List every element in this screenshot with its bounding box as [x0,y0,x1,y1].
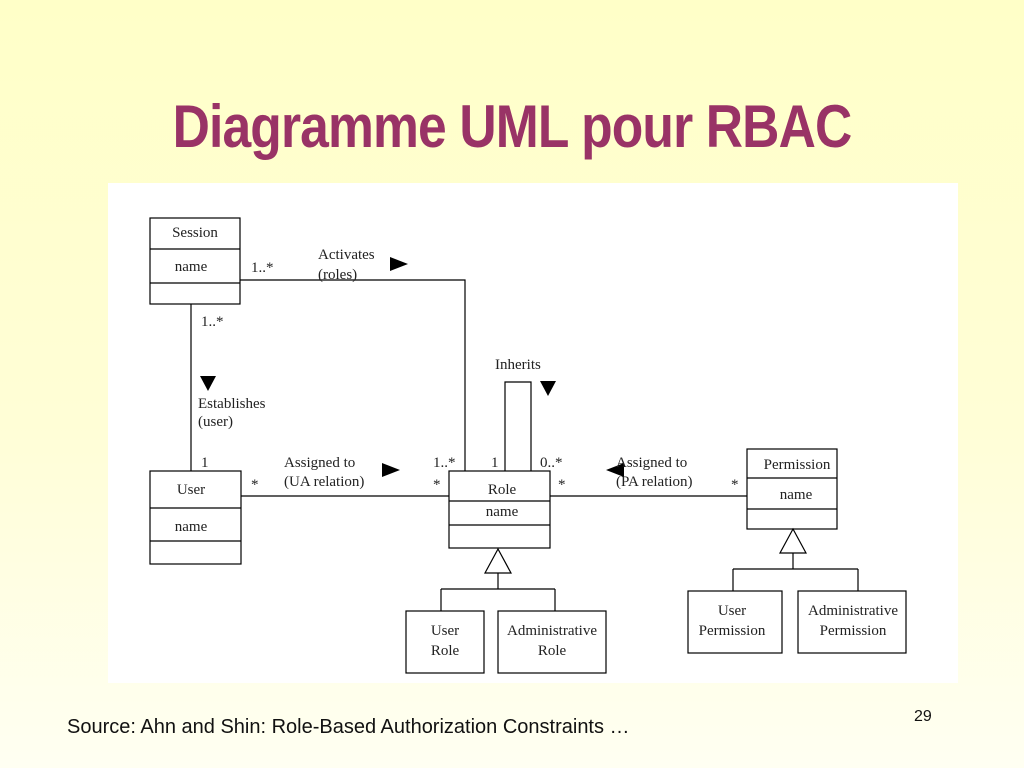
establishes-label-line2: (user) [198,414,233,430]
page-number: 29 [914,708,932,725]
activates-direction-arrow [390,257,408,271]
role-generalization-triangle [483,547,513,574]
pa-mult-role: * [558,477,566,493]
session-class-name: Session [172,225,218,241]
activates-association-line [240,279,466,471]
activates-mult-role: 1..* [433,455,456,471]
activates-label-line1: Activates [318,247,375,263]
activates-mult-session: 1..* [251,260,274,276]
class-user [149,470,242,565]
establishes-mult-session: 1..* [201,314,224,330]
pa-direction-arrow [606,463,624,477]
pa-mult-permission: * [731,477,739,493]
permission-class-name: Permission [764,457,831,473]
user-role-line2: Role [431,643,460,659]
ua-direction-arrow [382,463,400,477]
inherits-label: Inherits [495,357,541,373]
inherits-self-association-line [504,381,532,471]
ua-mult-role: * [433,477,441,493]
activates-label-line2: (roles) [318,267,357,283]
admin-permission-line1: Administrative [808,603,898,619]
session-class-attr: name [175,259,208,275]
establishes-label-line1: Establishes [198,396,266,412]
admin-role-line2: Role [538,643,567,659]
permission-generalization-triangle [778,527,808,554]
pa-label-line2: (PA relation) [616,474,693,490]
role-class-attr: name [486,504,519,520]
ua-label-line2: (UA relation) [284,474,364,490]
inherits-mult-right: 0..* [540,455,563,471]
class-session [149,217,241,305]
user-class-attr: name [175,519,208,535]
slide-title: Diagramme UML pour RBAC [172,93,853,160]
admin-permission-line2: Permission [820,623,887,639]
inherits-direction-arrow [540,381,556,396]
user-permission-line2: Permission [699,623,766,639]
user-class-name: User [177,482,205,498]
pa-label-line1: Assigned to [616,455,687,471]
class-role [448,470,551,549]
role-class-name: Role [488,482,517,498]
establishes-mult-user: 1 [201,455,209,471]
user-role-line1: User [431,623,459,639]
class-admin-permission [797,590,907,654]
ua-mult-user: * [251,477,259,493]
inherits-mult-left: 1 [491,455,499,471]
uml-diagram: Session name User name Role name Permiss… [108,183,958,683]
permission-class-attr: name [780,487,813,503]
uml-diagram-canvas: Session name User name Role name Permiss… [149,217,907,674]
source-citation: Source: Ahn and Shin: Role-Based Authori… [67,716,630,738]
class-admin-role [497,610,607,674]
class-permission [746,448,838,530]
class-user-permission [687,590,783,654]
ua-label-line1: Assigned to [284,455,355,471]
establishes-direction-arrow [200,376,216,391]
user-permission-line1: User [718,603,746,619]
admin-role-line1: Administrative [507,623,597,639]
class-user-role [405,610,485,674]
